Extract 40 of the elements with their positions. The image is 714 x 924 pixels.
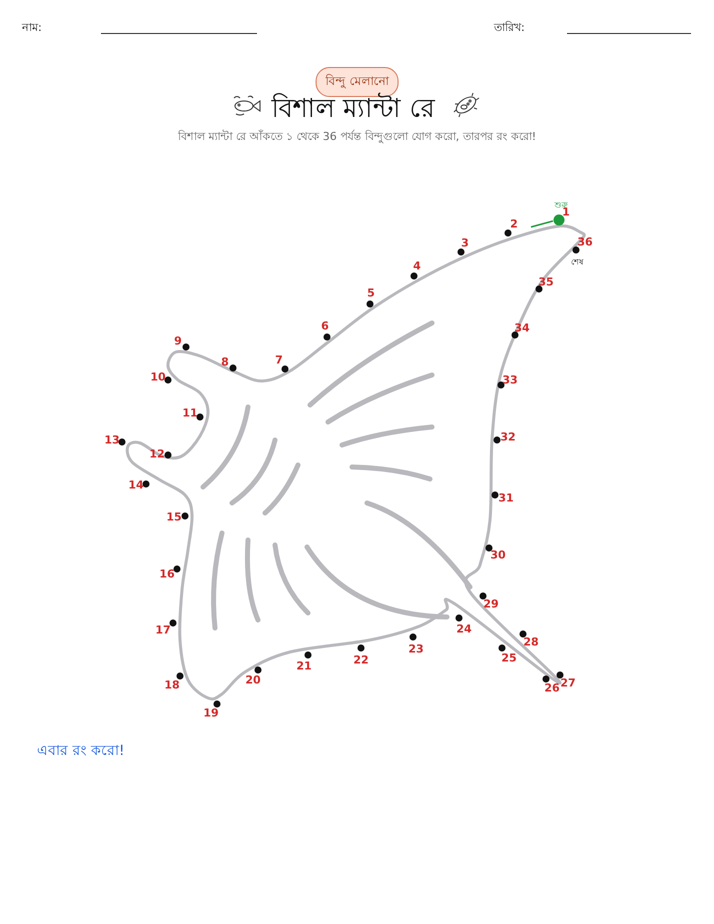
dot-number: 16 [159, 568, 175, 580]
dot-number: 35 [538, 276, 554, 288]
dot-number: 10 [150, 370, 166, 384]
dot-number: 5 [367, 286, 375, 300]
dot-number: 28 [523, 636, 539, 648]
dot-number: 9 [174, 334, 182, 348]
dot-number: 13 [104, 434, 120, 446]
dot-number: 12 [149, 448, 165, 460]
dot-number: 20 [245, 674, 261, 686]
dot-number: 30 [490, 548, 506, 562]
end-label: শেষ [571, 256, 583, 268]
dot-number: 8 [221, 356, 229, 368]
dot-number: 27 [560, 676, 576, 690]
dot-number: 4 [413, 260, 421, 272]
dot-number: 7 [275, 354, 283, 366]
dot-number: 29 [483, 598, 499, 610]
dot-number: 26 [544, 682, 560, 694]
dot-number: 6 [321, 320, 329, 332]
dot-number: 22 [353, 654, 369, 666]
dot-number: 3 [461, 236, 469, 250]
instructions: বিশাল ম্যান্টা রে আঁকতে ১ থেকে 36 পর্যন্ত বিন্দুগুলো যোগ করো, তারপর রং করো! [178, 128, 536, 146]
coloring-prompt: এবার রং করো! [37, 742, 125, 761]
name-label: নাম: [22, 20, 42, 36]
dot-number: 21 [296, 660, 312, 672]
dot-number: 17 [155, 624, 171, 636]
dot-number: 23 [408, 642, 424, 656]
dot-number: 11 [182, 406, 198, 420]
dot-number: 18 [164, 678, 180, 692]
dot-number: 33 [502, 374, 518, 386]
date-label: তারিখ: [494, 20, 525, 36]
dot-number: 19 [203, 706, 219, 720]
dot-number: 2 [510, 218, 518, 230]
dot-number: 14 [128, 478, 144, 492]
dot-number: 24 [456, 622, 472, 636]
dot-number: 32 [500, 430, 516, 444]
dot-number: 34 [514, 322, 530, 334]
dot-number: 31 [498, 492, 514, 504]
dot-number: 25 [501, 652, 517, 664]
dot-number: 15 [166, 510, 182, 524]
dot-number: 36 [577, 236, 593, 248]
